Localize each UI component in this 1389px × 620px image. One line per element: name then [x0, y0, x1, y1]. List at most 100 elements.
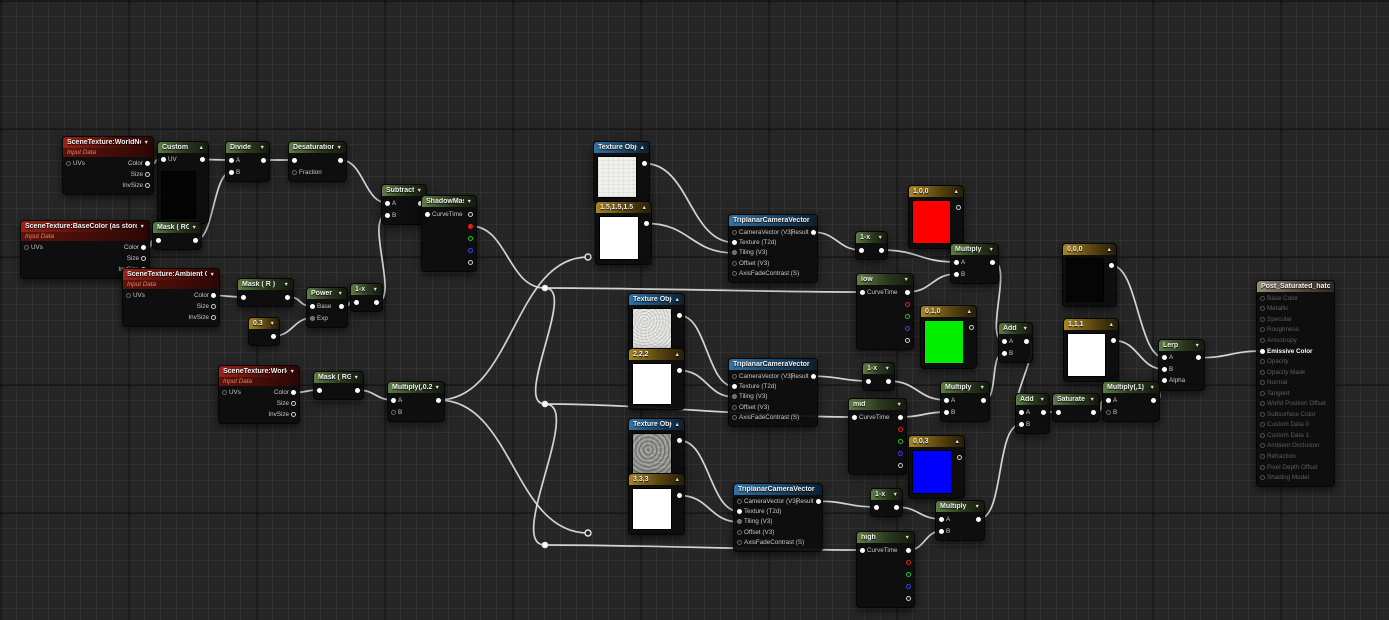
node-inv3[interactable]: 1-x▼ — [862, 362, 895, 391]
node-inv1[interactable]: 1-x▼ — [350, 283, 383, 312]
node-mid[interactable]: mid▼CurveTime — [848, 398, 907, 475]
chevron-down-icon[interactable]: ▼ — [337, 290, 343, 297]
inv2-in-pin[interactable] — [859, 247, 864, 253]
node-st_wn1-titlebar[interactable]: SceneTexture:WorldNormal▼ — [63, 137, 153, 148]
node-subtract-titlebar[interactable]: Subtract▼ — [382, 185, 426, 196]
desat-fraction-pin[interactable] — [292, 169, 297, 175]
st_bc-color-pin[interactable] — [141, 245, 146, 250]
node-lerp-titlebar[interactable]: Lerp▼ — [1159, 340, 1204, 351]
chevron-down-icon[interactable]: ▼ — [988, 246, 994, 253]
node-st_wn1[interactable]: SceneTexture:WorldNormal▼Input DataUVsCo… — [62, 136, 154, 195]
node-add2-titlebar[interactable]: Add▼ — [1016, 394, 1049, 405]
node-high-titlebar[interactable]: high▼ — [857, 532, 914, 543]
node-desat[interactable]: Desaturation▼Fraction — [288, 141, 347, 182]
add1-b-pin[interactable] — [1002, 350, 1007, 356]
st_wn1-uvs-pin[interactable] — [66, 161, 71, 166]
mult02-b-pin[interactable] — [391, 409, 396, 415]
chevron-down-icon[interactable]: ▼ — [1194, 342, 1200, 349]
low-g-pin[interactable] — [905, 313, 910, 319]
node-inv2[interactable]: 1-x▼ — [855, 231, 888, 260]
post-customdata0-pin[interactable] — [1260, 422, 1265, 428]
chevron-up-icon[interactable]: ▲ — [674, 421, 680, 428]
post-refraction-pin[interactable] — [1260, 453, 1265, 459]
st_ao-color-pin[interactable] — [211, 293, 216, 298]
tri3-cameravector-pin[interactable] — [737, 498, 742, 504]
node-desat-titlebar[interactable]: Desaturation▼ — [289, 142, 346, 153]
node-low[interactable]: low▼CurveTime — [856, 273, 914, 350]
mask_rgb1-in-pin[interactable] — [156, 237, 161, 243]
node-mult1-titlebar[interactable]: Multiply▼ — [951, 244, 998, 255]
chevron-down-icon[interactable]: ▼ — [904, 534, 910, 541]
desat-out-pin[interactable] — [338, 157, 343, 163]
node-c03[interactable]: 0.3▼ — [248, 317, 280, 346]
chevron-down-icon[interactable]: ▼ — [974, 503, 980, 510]
node-texobj1[interactable]: Texture Object▲ — [593, 141, 650, 203]
c100-out-pin[interactable] — [956, 205, 961, 210]
post-anisotropy-pin[interactable] — [1260, 337, 1265, 343]
lerp-out-pin[interactable] — [1196, 355, 1201, 361]
tri1-offset-pin[interactable] — [732, 260, 737, 266]
shadowmask-curvetime-pin[interactable] — [425, 211, 430, 217]
tri1-axisfadecontrast-pin[interactable] — [732, 271, 737, 277]
chevron-down-icon[interactable]: ▼ — [283, 281, 289, 288]
chevron-down-icon[interactable]: ▼ — [1022, 325, 1028, 332]
c010-out-pin[interactable] — [969, 325, 974, 330]
st_wn2-color-pin[interactable] — [291, 390, 296, 395]
tri1-cameravector-pin[interactable] — [732, 229, 737, 235]
st_bc-size-pin[interactable] — [141, 256, 146, 261]
post-metallic-pin[interactable] — [1260, 306, 1265, 312]
node-st_bc-titlebar[interactable]: SceneTexture:BaseColor (as stored in GBu… — [21, 221, 149, 232]
post-ao-pin[interactable] — [1260, 443, 1265, 449]
node-texobj3[interactable]: Texture Object▲ — [628, 418, 685, 480]
chevron-down-icon[interactable]: ▼ — [259, 144, 265, 151]
shadowmask-a-pin[interactable] — [468, 259, 473, 265]
high-b-pin[interactable] — [906, 583, 911, 589]
inv1-out-pin[interactable] — [374, 299, 379, 305]
node-texobj2[interactable]: Texture Object▲ — [628, 293, 685, 355]
tri2-result-pin[interactable] — [810, 373, 816, 379]
high-r-pin[interactable] — [906, 559, 911, 565]
post-emissive-pin[interactable] — [1260, 348, 1265, 354]
divide-b-pin[interactable] — [229, 169, 234, 175]
power-base-pin[interactable] — [310, 303, 315, 309]
chevron-up-icon[interactable]: ▲ — [674, 351, 680, 358]
mult1-out-pin[interactable] — [990, 259, 995, 265]
mask_rgb2-out-pin[interactable] — [355, 387, 360, 393]
node-power-titlebar[interactable]: Power▼ — [307, 288, 347, 299]
desat-in-pin[interactable] — [292, 157, 297, 163]
post-roughness-pin[interactable] — [1260, 327, 1265, 333]
mult2-a-pin[interactable] — [944, 397, 949, 403]
node-c222[interactable]: 2,2,2▲ — [628, 348, 685, 410]
node-inv2-titlebar[interactable]: 1-x▼ — [856, 232, 887, 243]
low-curvetime-pin[interactable] — [860, 289, 865, 295]
st_wn1-color-pin[interactable] — [145, 161, 150, 166]
low-out-pin[interactable] — [905, 289, 910, 295]
node-tri1-titlebar[interactable]: TriplanarCameraVector — [729, 215, 817, 226]
add1-out-pin[interactable] — [1024, 338, 1029, 344]
texobj1-out-pin[interactable] — [642, 161, 647, 166]
node-st_ao[interactable]: SceneTexture:Ambient Occlusion▼Input Dat… — [122, 268, 220, 327]
chevron-up-icon[interactable]: ▲ — [639, 144, 645, 151]
node-shadowmask[interactable]: ShadowMask▼CurveTime — [421, 195, 477, 272]
power-out-pin[interactable] — [339, 303, 344, 309]
post-specular-pin[interactable] — [1260, 316, 1265, 322]
tri2-cameravector-pin[interactable] — [732, 373, 737, 379]
st_bc-uvs-pin[interactable] — [24, 245, 29, 250]
node-c100-titlebar[interactable]: 1,0,0▲ — [909, 186, 963, 197]
node-c111-titlebar[interactable]: 1,1,1▲ — [1064, 319, 1118, 330]
node-inv3-titlebar[interactable]: 1-x▼ — [863, 363, 894, 374]
node-inv4-titlebar[interactable]: 1-x▼ — [871, 489, 902, 500]
chevron-down-icon[interactable]: ▼ — [191, 224, 197, 231]
node-mult02-titlebar[interactable]: Multiply(,0.2)▼ — [388, 382, 444, 393]
node-saturate-titlebar[interactable]: Saturate▼ — [1053, 394, 1099, 405]
mult3-b-pin[interactable] — [939, 528, 944, 534]
chevron-down-icon[interactable]: ▼ — [416, 187, 422, 194]
tri3-tiling-pin[interactable] — [737, 519, 742, 525]
chevron-down-icon[interactable]: ▼ — [903, 276, 909, 283]
node-mask_rgb1[interactable]: Mask ( RGB )▼ — [152, 221, 202, 250]
chevron-up-icon[interactable]: ▲ — [674, 296, 680, 303]
